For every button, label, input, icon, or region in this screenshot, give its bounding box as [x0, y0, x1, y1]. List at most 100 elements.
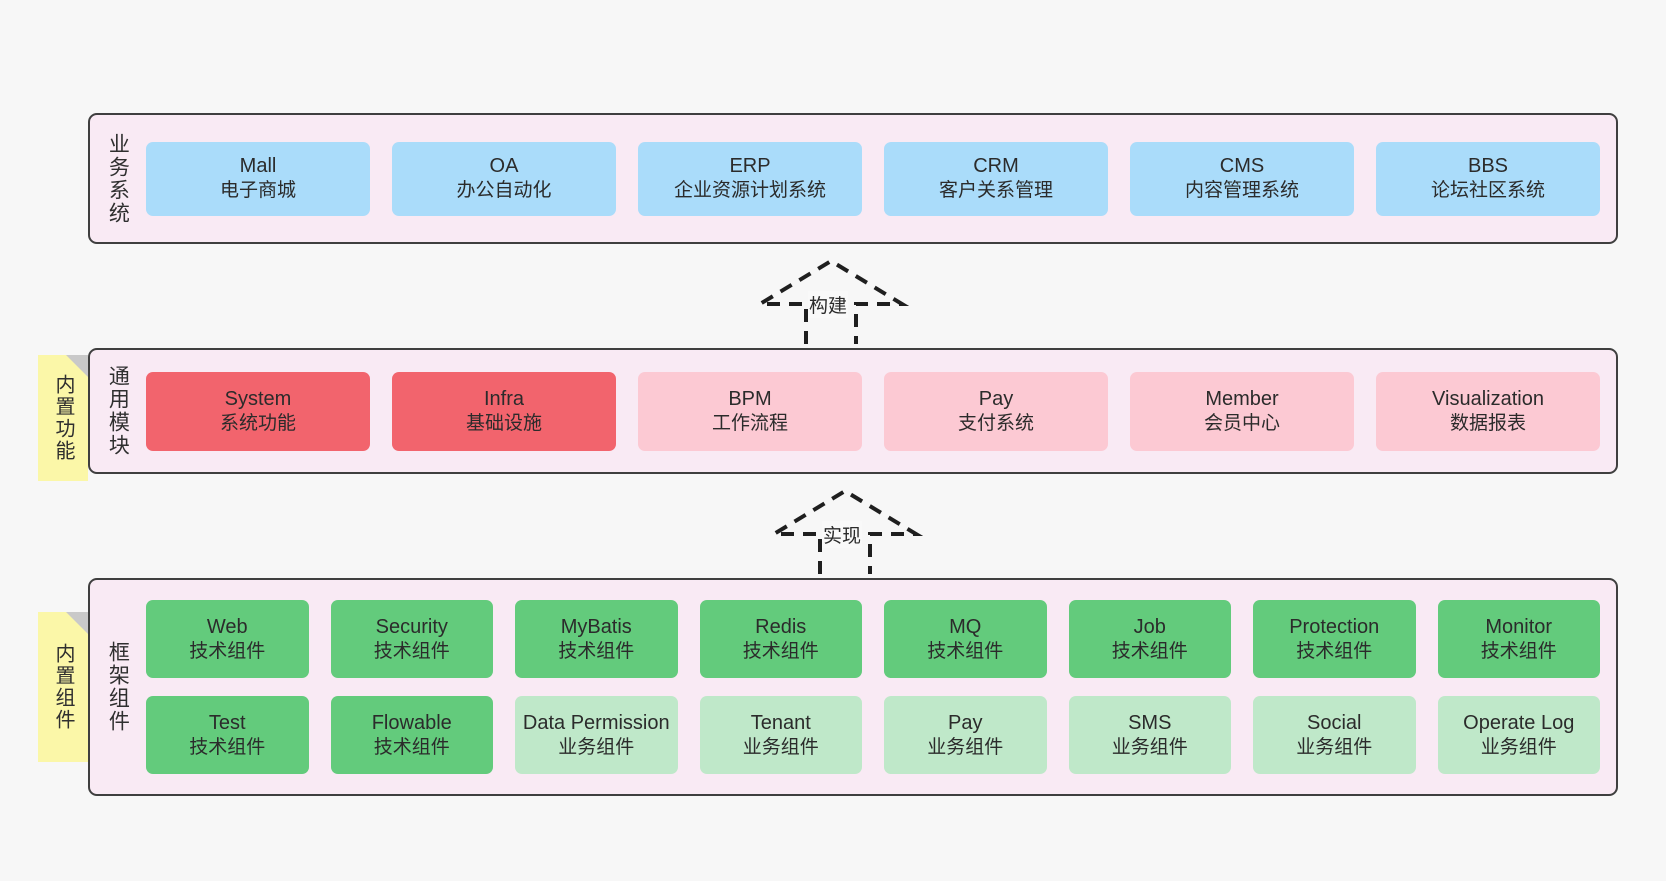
card-subtitle: 技术组件	[373, 640, 450, 662]
card-title: CMS	[1219, 155, 1265, 178]
card-row: Mall 电子商城 OA 办公自动化 ERP 企业资源计划系统 CRM 客户关系…	[146, 141, 1600, 216]
connector-implement-label: 实现	[822, 521, 863, 548]
card-title: Operate Log	[1463, 711, 1575, 734]
card-title: BBS	[1467, 155, 1509, 178]
card-test[interactable]: Test 技术组件	[146, 696, 309, 774]
card-pay-component[interactable]: Pay 业务组件	[884, 696, 1047, 774]
card-title: Social	[1307, 711, 1362, 734]
card-bbs[interactable]: BBS 论坛社区系统	[1376, 141, 1600, 216]
card-row: Web 技术组件 Security 技术组件 MyBatis 技术组件 Redi…	[146, 600, 1600, 678]
card-subtitle: 业务组件	[1111, 736, 1188, 758]
layer-framework-cards: Web 技术组件 Security 技术组件 MyBatis 技术组件 Redi…	[140, 580, 1616, 794]
connector-build-label: 构建	[808, 291, 849, 318]
layer-title-common: 通用模块	[106, 365, 130, 457]
card-subtitle: 基础设施	[465, 412, 542, 434]
card-title: Security	[375, 615, 448, 638]
connector-build-arrow: 构建	[752, 258, 910, 344]
card-title: Web	[206, 615, 248, 638]
card-member[interactable]: Member 会员中心	[1130, 371, 1354, 451]
card-title: Mall	[239, 155, 277, 178]
card-subtitle: 技术组件	[1111, 640, 1188, 662]
layer-title-framework: 框架组件	[106, 641, 130, 733]
card-bpm[interactable]: BPM 工作流程	[638, 371, 862, 451]
layer-framework-components: 框架组件 Web 技术组件 Security 技术组件 MyBatis 技术组件…	[88, 578, 1618, 796]
card-mall[interactable]: Mall 电子商城	[146, 141, 370, 216]
card-sms[interactable]: SMS 业务组件	[1068, 696, 1231, 774]
card-subtitle: 技术组件	[558, 640, 635, 662]
card-job[interactable]: Job 技术组件	[1068, 600, 1231, 678]
card-title: Protection	[1289, 615, 1380, 638]
card-subtitle: 企业资源计划系统	[673, 180, 826, 202]
card-monitor[interactable]: Monitor 技术组件	[1437, 600, 1600, 678]
card-title: CRM	[973, 155, 1019, 178]
card-data-permission[interactable]: Data Permission 业务组件	[515, 696, 678, 774]
card-title: SMS	[1128, 711, 1172, 734]
card-operate-log[interactable]: Operate Log 业务组件	[1437, 696, 1600, 774]
card-title: Visualization	[1432, 387, 1544, 410]
card-title: System	[224, 387, 292, 410]
card-subtitle: 业务组件	[558, 736, 635, 758]
card-subtitle: 数据报表	[1449, 412, 1526, 434]
card-subtitle: 业务组件	[1296, 736, 1373, 758]
card-subtitle: 工作流程	[711, 412, 788, 434]
note-builtin-features: 内置功能	[38, 355, 88, 481]
connector-implement-arrow: 实现	[766, 488, 924, 574]
note-label: 内置功能	[52, 374, 74, 462]
card-title: MyBatis	[560, 615, 632, 638]
card-title: Flowable	[371, 711, 452, 734]
card-subtitle: 系统功能	[219, 412, 296, 434]
card-title: Pay	[948, 711, 983, 734]
card-infra[interactable]: Infra 基础设施	[392, 371, 616, 451]
card-subtitle: 技术组件	[189, 640, 266, 662]
layer-title-business: 业务系统	[106, 132, 130, 225]
card-pay-module[interactable]: Pay 支付系统	[884, 371, 1108, 451]
card-security[interactable]: Security 技术组件	[330, 600, 493, 678]
card-title: Job	[1133, 615, 1166, 638]
card-subtitle: 业务组件	[742, 736, 819, 758]
card-visualization[interactable]: Visualization 数据报表	[1376, 371, 1600, 451]
card-title: Infra	[483, 387, 525, 410]
card-row: Test 技术组件 Flowable 技术组件 Data Permission …	[146, 696, 1600, 774]
layer-common-modules: 通用模块 System 系统功能 Infra 基础设施 BPM 工作流程 Pay…	[88, 348, 1618, 474]
card-flowable[interactable]: Flowable 技术组件	[330, 696, 493, 774]
card-title: OA	[489, 155, 519, 178]
card-subtitle: 技术组件	[189, 736, 266, 758]
card-system[interactable]: System 系统功能	[146, 371, 370, 451]
card-title: MQ	[949, 615, 982, 638]
card-redis[interactable]: Redis 技术组件	[699, 600, 862, 678]
card-subtitle: 会员中心	[1203, 412, 1280, 434]
layer-business-systems: 业务系统 Mall 电子商城 OA 办公自动化 ERP 企业资源计划系统 CRM…	[88, 113, 1618, 244]
card-subtitle: 办公自动化	[456, 180, 552, 202]
card-row: System 系统功能 Infra 基础设施 BPM 工作流程 Pay 支付系统…	[146, 371, 1600, 451]
card-title: Pay	[978, 387, 1014, 410]
card-subtitle: 技术组件	[373, 736, 450, 758]
card-mybatis[interactable]: MyBatis 技术组件	[515, 600, 678, 678]
note-fold-icon	[66, 612, 88, 634]
card-tenant[interactable]: Tenant 业务组件	[699, 696, 862, 774]
card-subtitle: 客户关系管理	[938, 180, 1053, 202]
card-mq[interactable]: MQ 技术组件	[884, 600, 1047, 678]
note-label: 内置组件	[52, 643, 74, 731]
card-web[interactable]: Web 技术组件	[146, 600, 309, 678]
card-subtitle: 业务组件	[1480, 736, 1557, 758]
note-builtin-components: 内置组件	[38, 612, 88, 762]
card-cms[interactable]: CMS 内容管理系统	[1130, 141, 1354, 216]
card-protection[interactable]: Protection 技术组件	[1253, 600, 1416, 678]
card-social[interactable]: Social 业务组件	[1253, 696, 1416, 774]
card-oa[interactable]: OA 办公自动化	[392, 141, 616, 216]
card-crm[interactable]: CRM 客户关系管理	[884, 141, 1108, 216]
note-fold-icon	[66, 355, 88, 377]
card-title: Tenant	[750, 711, 811, 734]
card-title: ERP	[729, 155, 771, 178]
card-title: Redis	[755, 615, 807, 638]
card-subtitle: 技术组件	[1480, 640, 1557, 662]
card-subtitle: 技术组件	[742, 640, 819, 662]
card-subtitle: 技术组件	[927, 640, 1004, 662]
card-erp[interactable]: ERP 企业资源计划系统	[638, 141, 862, 216]
card-subtitle: 内容管理系统	[1184, 180, 1299, 202]
card-title: Data Permission	[522, 711, 670, 734]
layer-business-cards: Mall 电子商城 OA 办公自动化 ERP 企业资源计划系统 CRM 客户关系…	[140, 115, 1616, 242]
card-title: Monitor	[1485, 615, 1553, 638]
card-subtitle: 技术组件	[1296, 640, 1373, 662]
